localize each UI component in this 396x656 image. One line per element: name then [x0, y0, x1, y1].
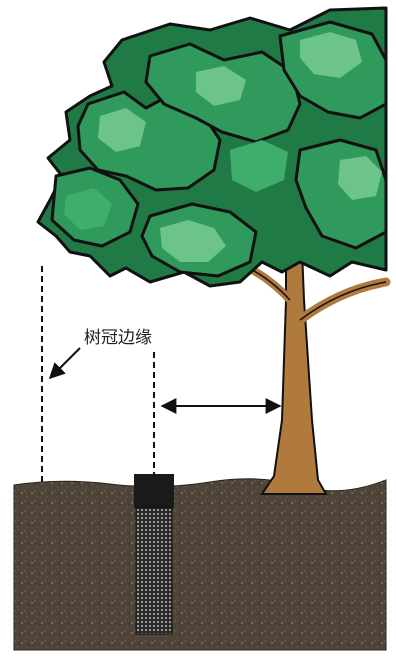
label-leader-arrow [48, 347, 81, 380]
soil-probe [134, 474, 174, 635]
soil-ground [13, 478, 387, 651]
soil-probe-mesh [135, 507, 173, 635]
soil-probe-cap [134, 474, 174, 508]
canopy-edge-label: 树冠边缘 [84, 328, 152, 348]
tree-canopy [36, 6, 388, 288]
